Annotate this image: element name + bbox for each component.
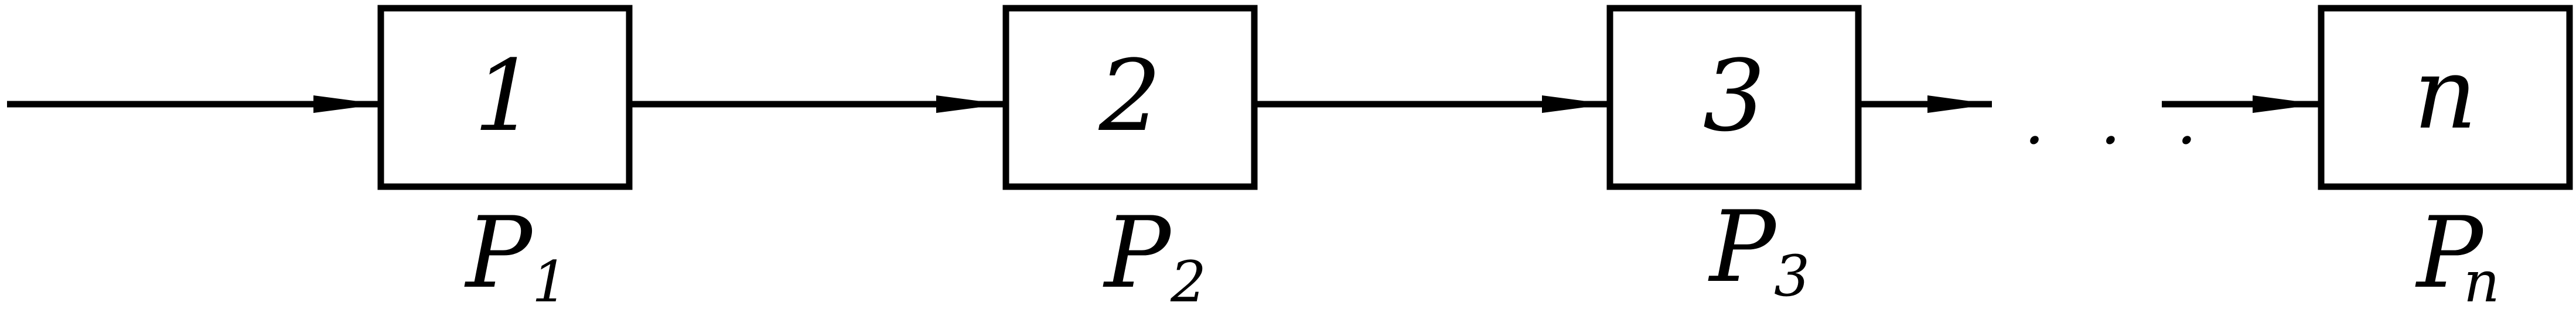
block-2: 2 P 2 [1002,5,1258,315]
ellipsis: . . . [2024,84,2215,159]
block-n: n P n [2318,5,2573,315]
block-2-probability: P [1103,195,1172,310]
arrowhead-3-out [1927,95,1992,113]
block-n-box [2318,5,2573,190]
block-2-label: 2 [1098,39,1162,153]
input-arrowhead [313,95,380,113]
block-1: 1 P 1 [377,5,633,315]
block-2-box [1002,5,1258,190]
block-3-label: 3 [1703,39,1766,153]
block-3-probability-subscript: 3 [1774,243,1810,309]
connectors [7,95,2319,113]
block-3-probability: P [1708,190,1777,304]
block-n-label: n [2414,36,2477,151]
block-2-probability-subscript: 2 [1170,249,1206,315]
arrowhead-in-n [2253,95,2319,113]
block-3-box [1606,5,1862,190]
block-n-probability-subscript: n [2464,249,2500,315]
block-n-probability: P [2415,195,2485,310]
block-1-probability: P [464,195,534,310]
block-1-probability-subscript: 1 [532,249,568,315]
block-1-label: 1 [474,39,537,153]
arrowhead-2-3 [1542,95,1608,113]
block-1-box [377,5,633,190]
block-3: 3 P 3 [1606,5,1862,309]
arrowhead-1-2 [936,95,1003,113]
